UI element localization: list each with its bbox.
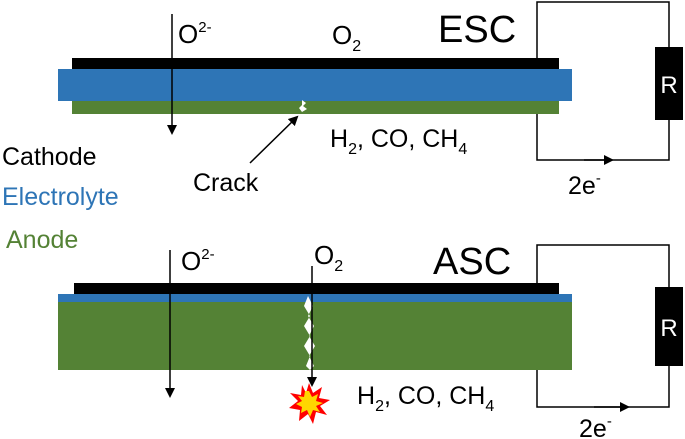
esc-resistor-label: R bbox=[660, 72, 677, 99]
asc-electrolyte-layer bbox=[58, 294, 572, 302]
esc-fuel-label: H2, CO, CH4 bbox=[330, 125, 467, 158]
asc-title: ASC bbox=[433, 241, 511, 283]
asc-resistor bbox=[655, 287, 683, 366]
esc-crack bbox=[299, 100, 307, 112]
esc-cathode-layer bbox=[72, 58, 559, 69]
asc-fuel-label: H2, CO, CH4 bbox=[357, 382, 494, 415]
asc-cell bbox=[58, 283, 572, 370]
esc-anode-layer bbox=[72, 101, 559, 114]
asc-circuit-bottom-wire bbox=[536, 366, 670, 408]
esc-circuit-top-wire bbox=[536, 1, 670, 58]
asc-circuit bbox=[536, 244, 683, 412]
asc-oxide-ion-label: O2- bbox=[181, 246, 215, 276]
esc-crack-pointer bbox=[249, 115, 299, 164]
esc-electrons-label: 2e- bbox=[568, 170, 601, 200]
esc-oxygen-label: O2 bbox=[332, 20, 361, 55]
asc-circuit-top-wire bbox=[536, 244, 670, 287]
esc-crack-label: Crack bbox=[193, 169, 259, 197]
explosion-icon bbox=[289, 383, 330, 424]
esc-circuit-bottom-wire bbox=[536, 114, 670, 161]
asc-electrons-label: 2e- bbox=[579, 413, 612, 439]
legend-electrolyte: Electrolyte bbox=[2, 183, 119, 211]
esc-resistor bbox=[655, 47, 683, 120]
asc-anode-layer bbox=[58, 302, 572, 370]
asc-resistor-label: R bbox=[660, 315, 677, 342]
esc-cell bbox=[58, 58, 572, 114]
asc-oxygen-label: O2 bbox=[314, 240, 343, 275]
legend-anode: Anode bbox=[6, 226, 78, 254]
esc-circuit bbox=[536, 1, 683, 165]
asc-cathode-layer bbox=[74, 283, 559, 294]
esc-title: ESC bbox=[438, 9, 516, 51]
esc-oxide-ion-label: O2- bbox=[178, 19, 212, 49]
legend-cathode: Cathode bbox=[2, 143, 97, 171]
asc-crack bbox=[304, 296, 315, 370]
esc-electrolyte-layer bbox=[58, 69, 572, 101]
